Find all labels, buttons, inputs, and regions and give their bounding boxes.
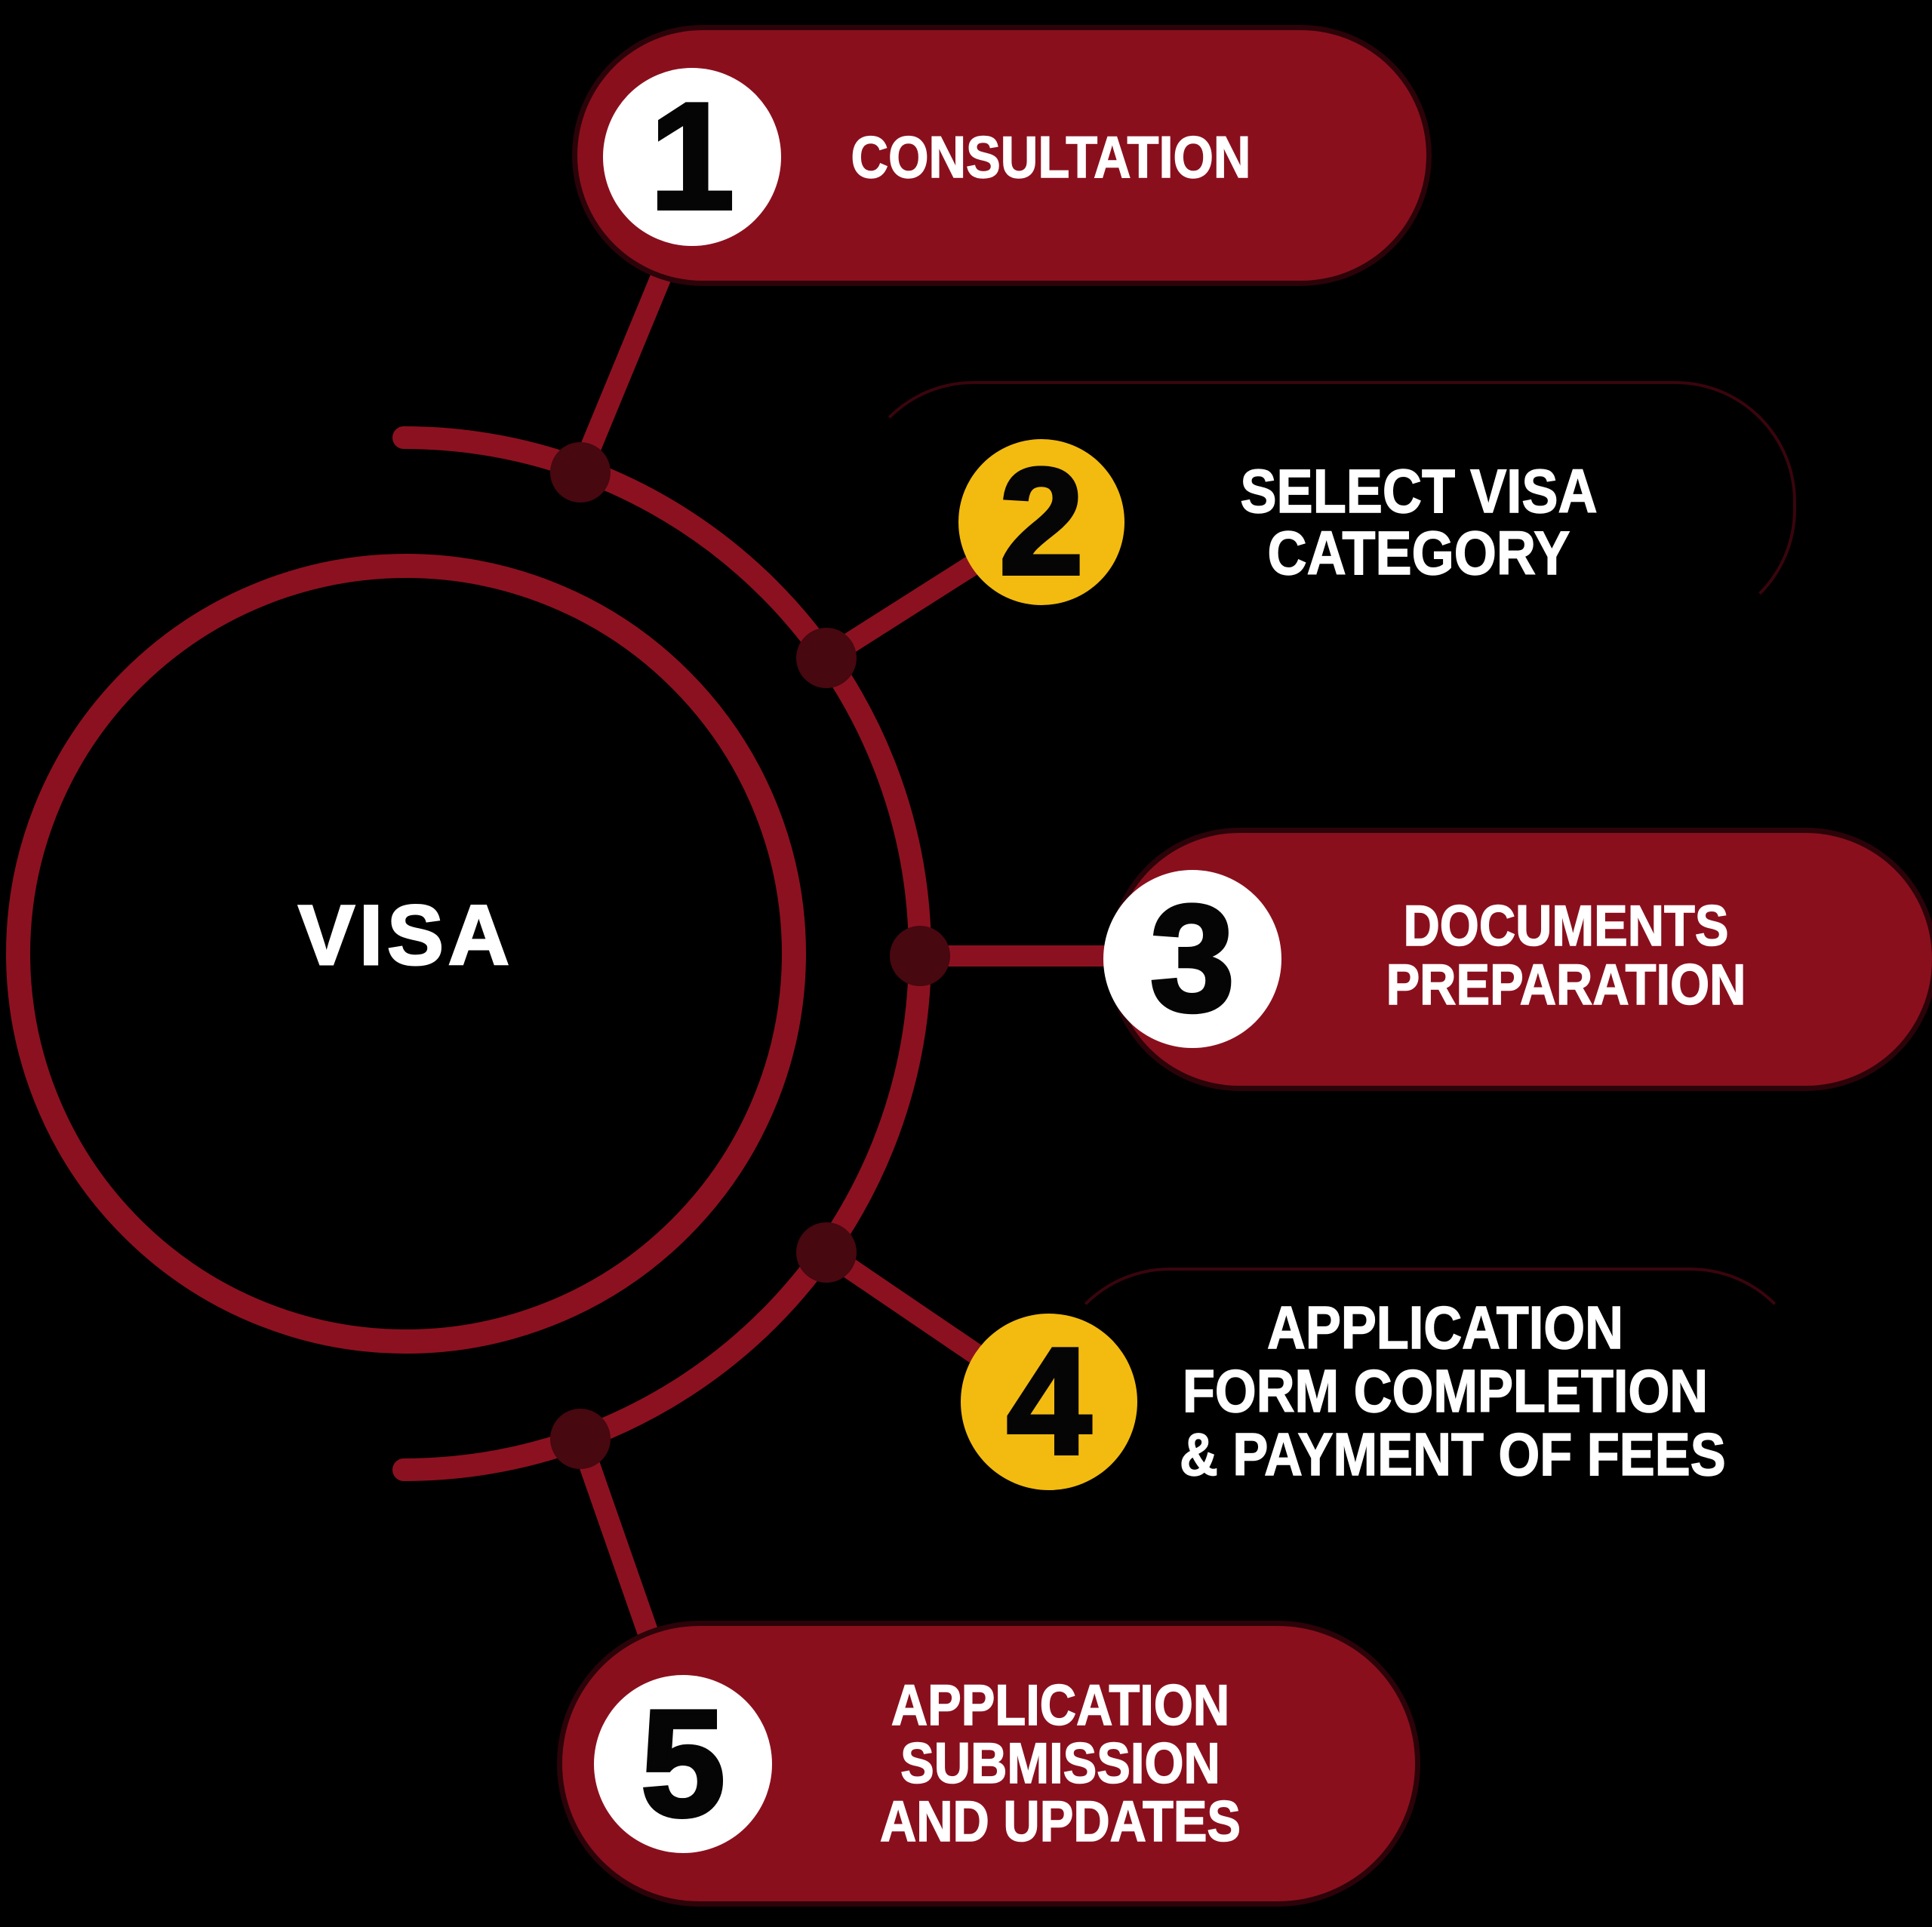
visa-title: VISA: [297, 887, 514, 984]
step-label-2: SELECT VISA CATEGORY: [1240, 457, 1598, 588]
connector-dot-1: [550, 442, 611, 502]
outer-arc: [392, 426, 931, 1481]
step-number-4: 4: [1004, 1317, 1093, 1486]
step-badge-3: 3: [1103, 870, 1281, 1048]
connector-dot-4: [796, 1222, 857, 1283]
step-pill-5: 5 APPLICATION SUBMISSION AND UPDATES: [562, 1626, 1415, 1901]
step-label-3: DOCUMENTS PREPARATION: [1386, 894, 1746, 1017]
step-badge-2: 2: [958, 439, 1124, 605]
step-pill-1: 1 CONSULTATION: [577, 30, 1426, 281]
connector-line-1: [570, 263, 673, 483]
step-4-card-outline: [1049, 1268, 1811, 1509]
connector-dot-2: [796, 628, 857, 688]
step-label-4: APPLICATION FORM COMPLETION & PAYMENT OF…: [1179, 1294, 1726, 1488]
step-number-1: 1: [648, 72, 736, 241]
step-label-5: APPLICATION SUBMISSION AND UPDATES: [879, 1673, 1241, 1854]
step-2-card-outline: [853, 381, 1796, 630]
connector-dot-3: [890, 926, 950, 986]
step-badge-4: 4: [961, 1314, 1137, 1490]
connector-line-4: [816, 1242, 990, 1367]
step-number-3: 3: [1148, 874, 1236, 1043]
step-number-5: 5: [638, 1680, 727, 1848]
step-badge-1: 1: [603, 68, 781, 246]
step-label-1: CONSULTATION: [851, 124, 1251, 190]
step-pill-3: 3 DOCUMENTS PREPARATION: [1103, 833, 1932, 1086]
step-number-2: 2: [997, 438, 1085, 606]
step-badge-5: 5: [594, 1675, 772, 1853]
connector-dot-5: [550, 1409, 611, 1469]
